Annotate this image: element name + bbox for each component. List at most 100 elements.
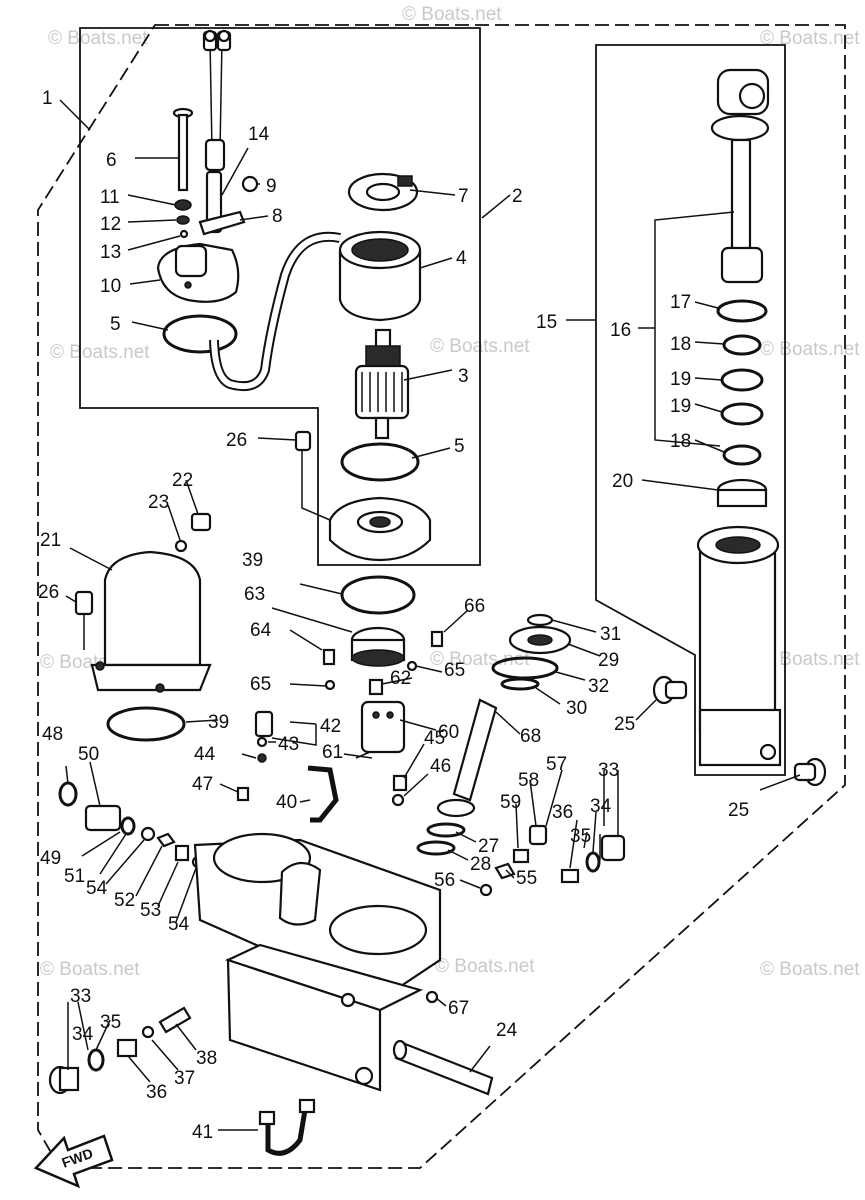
callout-31: 31 <box>600 624 621 645</box>
valve-42 <box>254 710 274 738</box>
callout-11: 11 <box>100 187 120 208</box>
watermark: © Boats.net <box>760 28 860 49</box>
callout-55: 55 <box>516 868 537 889</box>
reservoir-21 <box>90 550 212 693</box>
callout-68: 68 <box>520 726 541 747</box>
gear-pump-63 <box>350 626 406 667</box>
cylinder-cap-20 <box>716 478 768 508</box>
callout-29: 29 <box>598 650 619 671</box>
pipe-41 <box>265 1109 308 1156</box>
callout-33-a: 33 <box>598 760 619 781</box>
callout-27: 27 <box>478 836 499 857</box>
ball-44 <box>257 753 267 763</box>
ball-37 <box>141 1025 155 1039</box>
callout-64: 64 <box>250 620 272 641</box>
callout-labels: 1 2 3 4 5 5 6 7 8 9 10 11 12 13 14 15 16… <box>38 88 749 1143</box>
watermark: © Boats.net <box>760 959 860 980</box>
o-ring-43 <box>256 736 268 748</box>
valve-50 <box>84 804 122 832</box>
pin-25-b <box>793 757 827 787</box>
seal-28 <box>416 840 456 856</box>
callout-25-a: 25 <box>614 714 635 735</box>
tube-68 <box>436 698 498 818</box>
ring-54-a <box>140 826 156 842</box>
backup-ring-18-a <box>722 334 762 356</box>
callout-26-lower: 26 <box>38 582 59 603</box>
callout-48: 48 <box>42 724 63 745</box>
callout-9: 9 <box>266 176 277 197</box>
o-ring-51 <box>120 816 136 836</box>
callout-13: 13 <box>100 242 121 263</box>
plug-58 <box>528 824 548 846</box>
callout-41: 41 <box>192 1122 213 1143</box>
o-ring-23 <box>174 539 188 553</box>
motor-end-cap-10 <box>156 242 240 303</box>
callout-66: 66 <box>464 596 485 617</box>
callout-57: 57 <box>546 754 567 775</box>
spring-53 <box>174 844 190 862</box>
pin-13 <box>179 229 189 239</box>
callout-52: 52 <box>114 890 135 911</box>
callout-21: 21 <box>40 530 61 551</box>
callout-36-b: 36 <box>146 1082 167 1103</box>
plug-26-lower <box>74 590 94 616</box>
callout-46: 46 <box>430 756 451 777</box>
plug-33-b <box>48 1065 80 1095</box>
screw-64 <box>322 648 336 666</box>
spring-36-b <box>116 1038 138 1058</box>
o-ring-46 <box>391 793 405 807</box>
callout-20: 20 <box>612 471 633 492</box>
callout-38: 38 <box>196 1048 217 1069</box>
callout-47: 47 <box>192 774 213 795</box>
valve-38 <box>158 1006 192 1034</box>
callout-40: 40 <box>276 792 297 813</box>
callout-54-a: 54 <box>86 878 108 899</box>
o-ring-39-lower <box>106 706 186 742</box>
callout-49: 49 <box>40 848 61 869</box>
watermark: © Boats.net <box>50 342 150 363</box>
o-ring-5-lower <box>340 442 420 482</box>
callout-58: 58 <box>518 770 539 791</box>
callout-34-a: 34 <box>590 796 612 817</box>
screw-26-upper <box>294 430 312 452</box>
callout-23: 23 <box>148 492 169 513</box>
cylinder-assembly-box <box>595 44 786 776</box>
nut-52 <box>156 832 176 848</box>
callout-19-a: 19 <box>670 369 691 390</box>
watermark: © Boats.net <box>48 28 148 49</box>
callout-54-b: 54 <box>168 914 190 935</box>
pump-body-60 <box>360 700 406 754</box>
o-ring-34-a <box>585 851 601 873</box>
watermark: © Boats.net <box>430 649 530 670</box>
backup-ring-18-b <box>722 444 762 466</box>
callout-67: 67 <box>448 998 469 1019</box>
callout-26-upper: 26 <box>226 430 247 451</box>
armature-3 <box>354 328 410 440</box>
callout-62: 62 <box>390 668 411 689</box>
callout-3: 3 <box>458 366 469 387</box>
callout-7: 7 <box>458 186 469 207</box>
screw-67 <box>425 990 439 1004</box>
vent-plug-22 <box>190 512 212 532</box>
assembly-boundary <box>37 24 846 1169</box>
tilt-cylinder <box>696 525 782 767</box>
callout-53: 53 <box>140 900 161 921</box>
leader-lines <box>59 99 801 1131</box>
callout-37: 37 <box>174 1068 195 1089</box>
callout-2: 2 <box>512 186 523 207</box>
motor-assembly-box <box>79 27 481 566</box>
callout-17: 17 <box>670 292 691 313</box>
callout-34-b: 34 <box>72 1024 94 1045</box>
pump-housing <box>193 832 442 1002</box>
o-ring-48 <box>58 781 78 807</box>
callout-33-b: 33 <box>70 986 91 1007</box>
motor-base <box>328 496 432 562</box>
fwd-arrow: FWD <box>33 1134 114 1189</box>
watermark: © Boats.net <box>435 956 535 977</box>
brush-plate-7 <box>347 172 419 212</box>
callout-43: 43 <box>278 734 299 755</box>
bolt-6 <box>172 107 194 192</box>
seal-27 <box>426 822 466 838</box>
screw-47 <box>236 786 250 802</box>
